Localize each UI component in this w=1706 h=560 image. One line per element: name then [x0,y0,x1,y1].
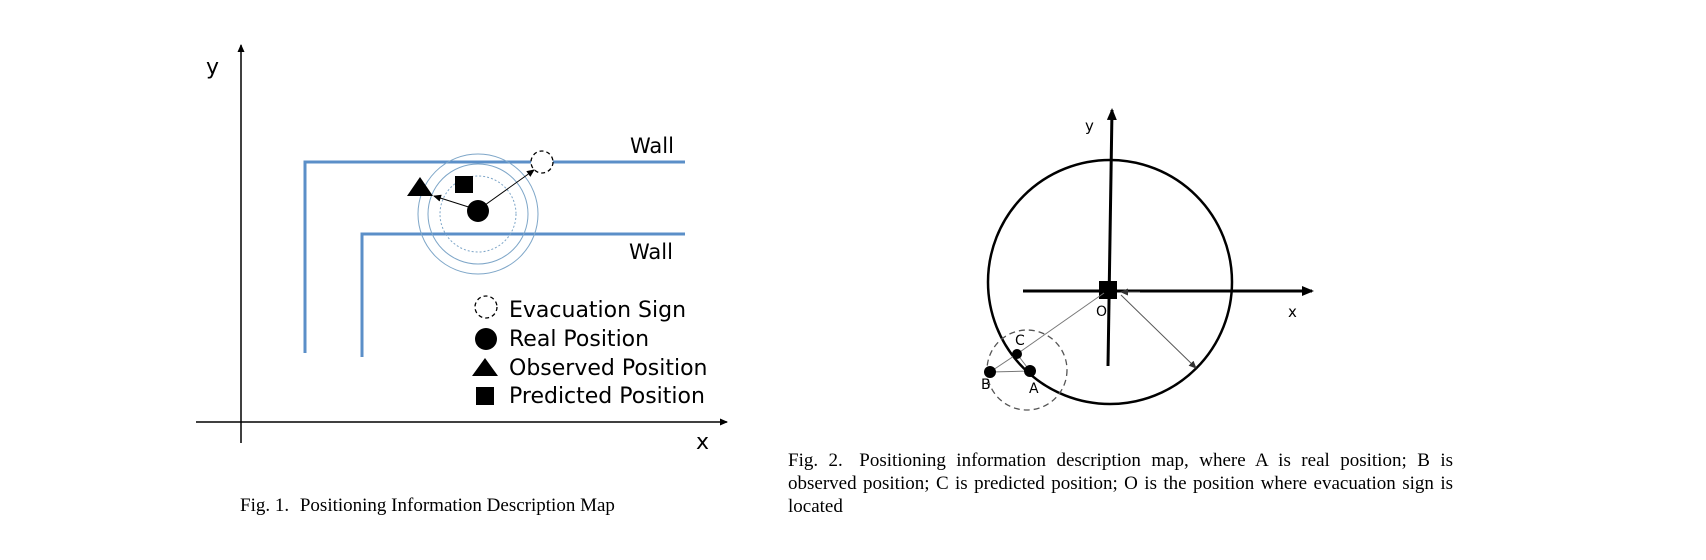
fig2-caption: Fig. 2. Positioning information descript… [788,449,1453,518]
fig2-y-axis [1106,108,1117,367]
point-a-marker [1024,365,1036,377]
fig2-caption-number: Fig. 2. [788,450,843,471]
point-label-c: C [1015,333,1025,349]
wall-label-bottom: Wall [629,240,673,264]
legend-label-evacuation-sign: Evacuation Sign [509,298,686,323]
range-circle-inner [439,175,517,253]
figure-1: y x Wall Wall Evacuation Sign Real Posit… [196,44,728,455]
fig1-caption: Fig. 1. Positioning Information Descript… [240,494,720,517]
legend-label-predicted-position: Predicted Position [509,384,705,409]
point-label-o: O [1096,304,1107,320]
b-to-a-line [989,370,1031,373]
radius-arrow-outward [1120,294,1197,369]
point-label-a: A [1029,381,1039,397]
inner-wall [360,232,685,357]
filled-square-icon [476,387,494,405]
fig1-caption-text: Positioning Information Description Map [299,495,615,516]
fig2-x-axis-label: x [1288,303,1297,321]
predicted-position-marker [455,176,473,193]
legend-label-real-position: Real Position [509,327,649,352]
real-to-sign-arrow [477,169,535,211]
fig1-caption-number: Fig. 1. [240,495,290,516]
filled-triangle-icon [472,358,498,376]
fig1-legend: Evacuation Sign Real Position Observed P… [472,295,708,409]
point-c-marker [1012,349,1022,359]
fig1-y-axis-label: y [206,55,219,80]
point-b-marker [984,366,996,378]
evacuation-sign-marker [530,150,554,174]
point-label-b: B [981,377,991,393]
range-circle-middle [427,163,529,265]
wall-label-top: Wall [630,134,674,158]
observed-position-marker [407,177,433,196]
filled-circle-icon [475,328,497,350]
origin-sign-marker [1099,281,1117,299]
outer-wall [303,160,685,353]
real-position-marker [467,200,489,222]
legend-label-observed-position: Observed Position [509,356,708,381]
fig2-y-axis-label: y [1085,117,1094,135]
origin-to-c-line [1016,292,1105,355]
figure-2: y x O C B A [981,108,1314,411]
fig1-x-axis-label: x [696,430,709,455]
dashed-circle-icon [474,295,498,319]
range-circle-outer [417,153,539,275]
fig2-caption-text: Positioning information description map,… [788,450,1453,517]
